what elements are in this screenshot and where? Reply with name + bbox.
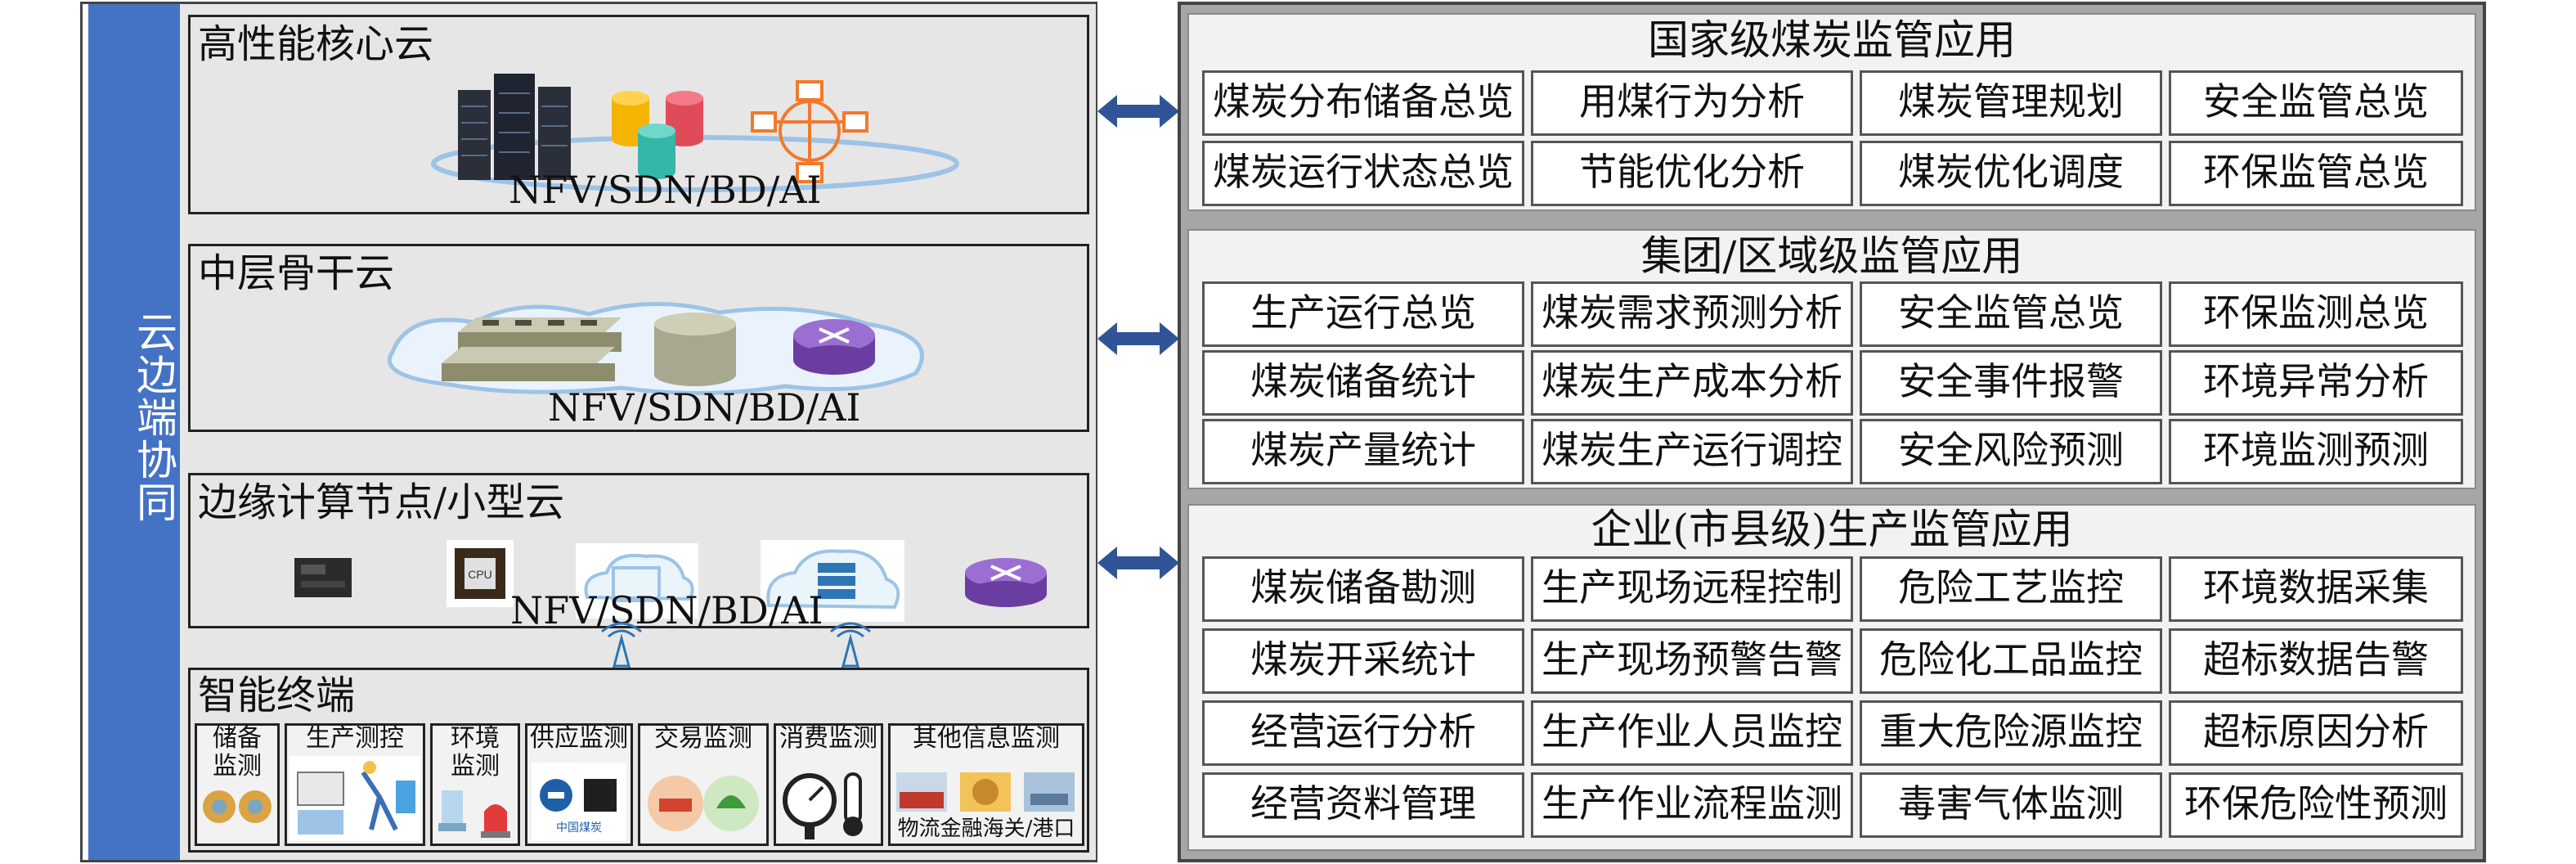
app-cell: 生产作业人员监控 — [1531, 700, 1853, 766]
tier-title: 高性能核心云 — [198, 21, 434, 67]
app-cell: 超标数据告警 — [2169, 628, 2463, 694]
supply-logo-text: 中国煤炭 — [556, 821, 602, 835]
app-cell: 环境异常分析 — [2169, 350, 2463, 416]
supply-logo-icon: 中国煤炭 — [532, 763, 626, 841]
switch-icon — [442, 317, 622, 381]
collaboration-sidebar — [88, 4, 180, 860]
app-cell: 环境监测预测 — [2169, 419, 2463, 484]
terminal-label: 生产测控 — [306, 724, 404, 753]
environment-monitor-icon — [438, 790, 510, 838]
router-icon — [793, 319, 875, 375]
app-cell: 节能优化分析 — [1531, 141, 1853, 206]
app-cell: 危险化工品监控 — [1860, 628, 2162, 694]
tier-title: 中层骨干云 — [198, 250, 395, 296]
router-icon — [965, 558, 1047, 607]
app-cell: 环保监测总览 — [2169, 281, 2463, 347]
group-title: 集团/区域级监管应用 — [1640, 232, 2023, 280]
app-cell: 煤炭生产成本分析 — [1531, 350, 1853, 416]
network-topology-icon — [751, 80, 868, 183]
app-cell: 安全监管总览 — [2169, 70, 2463, 136]
cpu-chip-icon: CPU — [447, 540, 514, 607]
app-cell: 煤炭开采统计 — [1202, 628, 1524, 694]
tier-title: 智能终端 — [198, 673, 356, 718]
app-cell: 经营资料管理 — [1202, 772, 1524, 838]
app-cell: 安全监管总览 — [1860, 281, 2162, 347]
terminal-label: 监测 — [213, 752, 262, 781]
terminal-label: 储备 — [213, 724, 262, 753]
storage-cylinder-icon — [654, 313, 736, 386]
tier-caption: NFV/SDN/BD/AI — [548, 385, 861, 430]
terminal-label: 交易监测 — [654, 724, 752, 753]
logistics-finance-icon — [896, 772, 1075, 812]
group-title: 国家级煤炭监管应用 — [1648, 16, 2016, 64]
terminal-label: 其他信息监测 — [913, 724, 1060, 753]
production-control-icon — [289, 756, 420, 841]
terminal-sublabel: 物流金融海关/港口 — [897, 817, 1075, 841]
gauge-thermometer-icon — [783, 772, 863, 839]
app-cell: 生产现场预警告警 — [1531, 628, 1853, 694]
terminal-label: 监测 — [451, 752, 500, 781]
app-cell: 煤炭储备统计 — [1202, 350, 1524, 416]
app-cell: 煤炭分布储备总览 — [1202, 70, 1524, 136]
app-cell: 环保监管总览 — [2169, 141, 2463, 206]
app-cell: 煤炭运行状态总览 — [1202, 141, 1524, 206]
cloud-database-icon — [761, 540, 904, 622]
app-cell: 用煤行为分析 — [1531, 70, 1853, 136]
app-cell: 煤炭产量统计 — [1202, 419, 1524, 484]
app-cell: 安全风险预测 — [1860, 419, 2162, 484]
trade-monitor-icon — [648, 776, 759, 831]
terminal-label: 供应监测 — [530, 724, 628, 753]
cloud-monitor-icon — [576, 543, 698, 619]
app-cell: 危险工艺监控 — [1860, 556, 2162, 622]
tier-caption: NFV/SDN/BD/AI — [510, 588, 824, 632]
double-arrow-icon — [1097, 547, 1179, 579]
terminal-reserve-monitoring — [195, 723, 280, 846]
app-cell: 煤炭优化调度 — [1860, 141, 2162, 206]
double-arrow-icon — [1097, 322, 1179, 355]
double-arrow-icon — [1097, 95, 1179, 128]
tier-caption: NFV/SDN/BD/AI — [509, 168, 822, 212]
app-cell: 煤炭需求预测分析 — [1531, 281, 1853, 347]
edge-gateway-icon — [294, 558, 352, 597]
app-cell: 生产运行总览 — [1202, 281, 1524, 347]
app-cell: 安全事件报警 — [1860, 350, 2162, 416]
app-cell: 环境数据采集 — [2169, 556, 2463, 622]
terminal-label: 消费监测 — [779, 724, 877, 753]
backbone-cloud-illustration — [387, 301, 924, 396]
app-cell: 煤炭生产运行调控 — [1531, 419, 1853, 484]
group-title: 企业(市县级)生产监管应用 — [1591, 506, 2073, 553]
app-cell: 生产现场远程控制 — [1531, 556, 1853, 622]
app-cell: 经营运行分析 — [1202, 700, 1524, 766]
core-cloud-illustration — [431, 74, 959, 192]
app-cell: 毒害气体监测 — [1860, 772, 2162, 838]
cpu-chip-label: CPU — [468, 568, 492, 581]
reserve-monitor-icon — [203, 790, 272, 823]
edge-node-illustration: CPU — [294, 540, 1047, 622]
app-cell: 超标原因分析 — [2169, 700, 2463, 766]
tier-title: 边缘计算节点/小型云 — [198, 479, 565, 525]
app-cell: 环保危险性预测 — [2169, 772, 2463, 838]
terminal-label: 环境 — [451, 724, 500, 753]
app-cell: 煤炭储备勘测 — [1202, 556, 1524, 622]
app-cell: 煤炭管理规划 — [1860, 70, 2162, 136]
collaboration-label: 云边端协同 — [130, 311, 177, 524]
server-rack-icon — [458, 74, 571, 180]
database-cluster-icon — [612, 91, 703, 179]
app-cell: 重大危险源监控 — [1860, 700, 2162, 766]
app-cell: 生产作业流程监测 — [1531, 772, 1853, 838]
